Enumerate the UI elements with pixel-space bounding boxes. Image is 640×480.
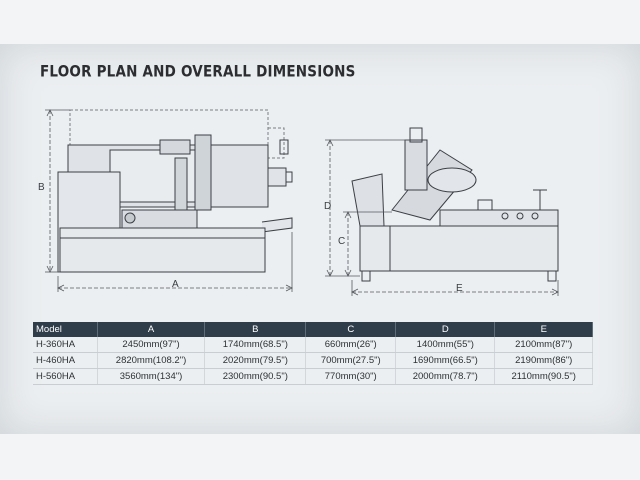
dimension-a-cell: 2450mm(97")	[97, 337, 206, 353]
page-title: FLOOR PLAN AND OVERALL DIMENSIONS	[40, 62, 356, 82]
front-view-machine	[57, 109, 293, 273]
dimension-b-cell: 2300mm(90.5")	[204, 368, 307, 385]
dimensions-table: Model A B C D E H-360HA 2450mm(97") 1740…	[33, 322, 593, 385]
dimension-lines-right	[325, 139, 559, 296]
dimension-e-cell: 2190mm(86")	[494, 352, 593, 369]
dimension-a-cell: 2820mm(108.2")	[97, 352, 206, 369]
dimension-b-cell: 1740mm(68.5")	[204, 337, 307, 353]
dimension-d-cell: 2000mm(78.7")	[395, 368, 496, 385]
column-header-model: Model	[33, 322, 98, 337]
dimension-b-cell: 2020mm(79.5")	[204, 352, 307, 369]
column-header-a: A	[97, 322, 206, 337]
dimension-c-cell: 770mm(30")	[305, 368, 397, 385]
dimension-c-cell: 700mm(27.5")	[305, 352, 397, 369]
model-cell: H-560HA	[33, 368, 98, 385]
column-header-b: B	[204, 322, 307, 337]
column-header-c: C	[305, 322, 397, 337]
dimension-d-cell: 1400mm(55")	[395, 337, 496, 353]
dimension-label-b: B	[38, 182, 45, 193]
table-row: H-560HA 3560mm(134") 2300mm(90.5") 770mm…	[33, 368, 593, 385]
dimension-label-a: A	[172, 279, 179, 290]
dimension-label-c: C	[338, 236, 346, 247]
model-cell: H-460HA	[33, 352, 98, 369]
table-row: H-460HA 2820mm(108.2") 2020mm(79.5") 700…	[33, 352, 593, 369]
table-header-row: Model A B C D E	[33, 322, 593, 337]
side-view-machine	[351, 127, 559, 282]
dimension-c-cell: 660mm(26")	[305, 337, 397, 353]
dimension-label-d: D	[324, 201, 332, 212]
table-row: H-360HA 2450mm(97") 1740mm(68.5") 660mm(…	[33, 337, 593, 353]
dimension-e-cell: 2100mm(87")	[494, 337, 593, 353]
dimension-e-cell: 2110mm(90.5")	[494, 368, 593, 385]
dimension-a-cell: 3560mm(134")	[97, 368, 206, 385]
column-header-d: D	[395, 322, 496, 337]
column-header-e: E	[494, 322, 593, 337]
model-cell: H-360HA	[33, 337, 98, 353]
dimension-d-cell: 1690mm(66.5")	[395, 352, 496, 369]
dimension-lines-left	[45, 109, 293, 292]
dimension-label-e: E	[456, 283, 463, 294]
